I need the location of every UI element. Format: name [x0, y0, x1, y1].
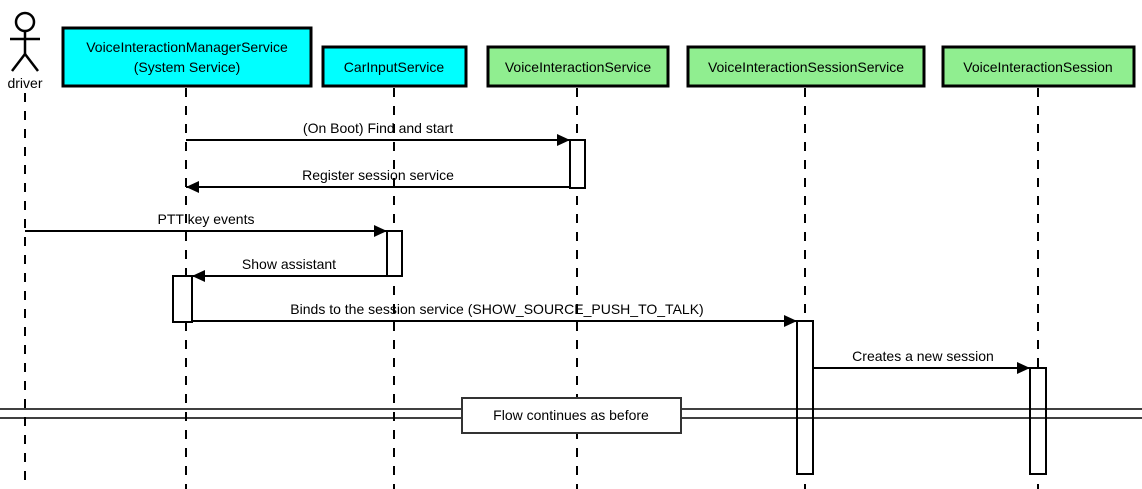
activation-bars-group: [796, 320, 1047, 475]
divider-note-label: Flow continues as before: [493, 407, 649, 423]
message-ptt-key-events-label: PTT key events: [157, 211, 254, 227]
message-creates-a-new-session-label: Creates a new session: [852, 348, 994, 364]
message-on-boot-find-and-start[interactable]: (On Boot) Find and start: [186, 120, 570, 146]
participant-vims-label-line2: (System Service): [134, 59, 241, 75]
participant-vsessionservice-box[interactable]: [686, 45, 926, 88]
participant-vsessionservice[interactable]: VoiceInteractionSessionService: [686, 45, 926, 88]
participant-vis[interactable]: VoiceInteractionService: [486, 45, 670, 88]
activation-bars-upper-group: [172, 139, 586, 323]
participant-vims[interactable]: VoiceInteractionManagerService (System S…: [61, 26, 313, 88]
message-show-assistant[interactable]: Show assistant: [192, 256, 387, 282]
actor-leg-left-icon: [11, 53, 26, 72]
actor-label: driver: [7, 75, 42, 91]
activation-bar-vsession: [1029, 367, 1047, 475]
message-on-boot-find-and-start-label: (On Boot) Find and start: [303, 120, 453, 136]
participant-vims-label-line1: VoiceInteractionManagerService: [86, 39, 288, 55]
participant-vsession[interactable]: VoiceInteractionSession: [941, 45, 1136, 88]
participant-vsession-label: VoiceInteractionSession: [963, 59, 1112, 75]
flow-divider: Flow continues as before: [0, 397, 1142, 434]
actor-head-icon: [14, 11, 36, 33]
activation-bar-vims: [172, 275, 193, 323]
message-creates-a-new-session[interactable]: Creates a new session: [812, 348, 1030, 374]
participant-vims-box[interactable]: [61, 26, 313, 88]
activation-bar-carinput: [386, 230, 403, 277]
message-binds-to-session-service[interactable]: Binds to the session service (SHOW_SOURC…: [173, 301, 797, 327]
participant-vsession-box[interactable]: [941, 45, 1136, 88]
participant-carinput-label: CarInputService: [344, 59, 445, 75]
participant-vis-box[interactable]: [486, 45, 670, 88]
participant-vis-label: VoiceInteractionService: [505, 59, 652, 75]
activation-bar-vsessionservice: [796, 320, 814, 475]
participant-vsessionservice-label: VoiceInteractionSessionService: [708, 59, 904, 75]
actor-driver: driver: [7, 11, 43, 91]
message-binds-to-session-service-label: Binds to the session service (SHOW_SOURC…: [290, 301, 703, 317]
message-ptt-key-events[interactable]: PTT key events: [25, 211, 387, 237]
message-register-session-service-label: Register session service: [302, 167, 454, 183]
messages-group: (On Boot) Find and start Register sessio…: [25, 120, 1030, 374]
participant-boxes-group: VoiceInteractionManagerService (System S…: [61, 26, 1136, 88]
participant-carinput[interactable]: CarInputService: [321, 45, 468, 88]
divider-note-box: [461, 397, 682, 434]
actor-leg-right-icon: [24, 53, 39, 72]
message-show-assistant-label: Show assistant: [242, 256, 336, 272]
activation-bar-vis: [569, 139, 586, 189]
message-register-session-service[interactable]: Register session service: [186, 167, 570, 193]
participant-carinput-box[interactable]: [321, 45, 468, 88]
